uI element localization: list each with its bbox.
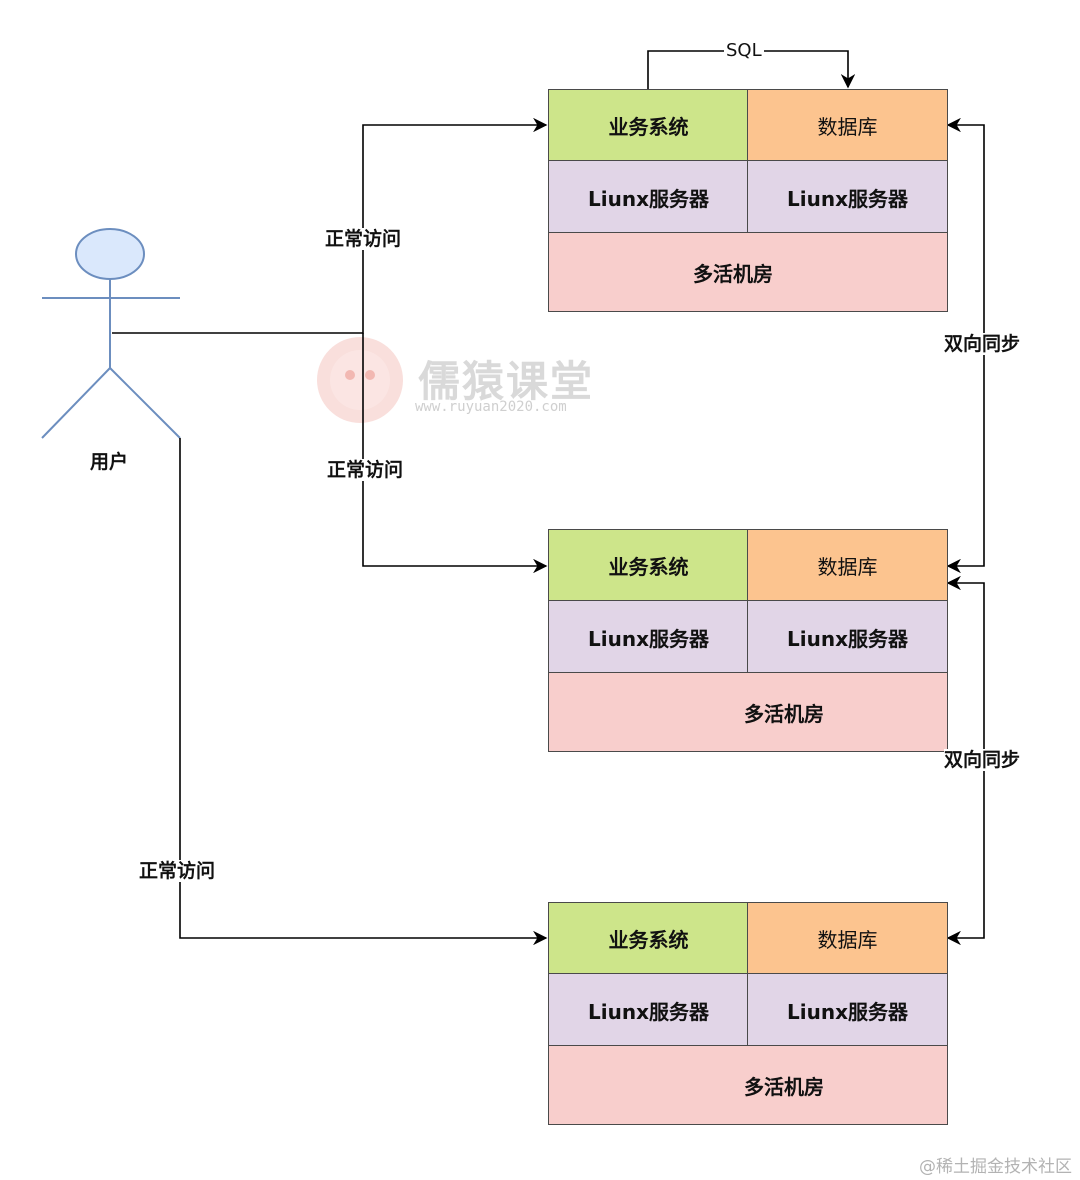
edge-user-to-dc3 [179,438,548,946]
dc3-room-box: 多活机房 [548,1045,948,1125]
edge-label-normal-access-2: 正常访问 [327,459,404,481]
dc3-server-right-box: Liunx服务器 [747,973,948,1047]
edge-label-sync-1: 双向同步 [944,333,1021,355]
dc3-db-box: 数据库 [747,902,948,975]
dc2-server-left-box: Liunx服务器 [548,600,749,674]
dc2-app-box: 业务系统 [548,529,749,602]
dc1-room-box: 多活机房 [548,232,948,312]
dc1-server-right-box: Liunx服务器 [747,160,948,234]
dc1-server-left-box: Liunx服务器 [548,160,749,234]
watermark-url: www.ruyuan2020.com [415,399,567,415]
actor-label: 用户 [90,451,129,473]
edge-label-normal-access-3: 正常访问 [139,860,216,882]
dc2-server-right-box: Liunx服务器 [747,600,948,674]
edge-user-to-dc2 [362,333,548,574]
edge-label-sql: SQL [724,40,764,61]
dc3-app-box: 业务系统 [548,902,749,975]
watermark-title: 儒猿课堂 [418,357,595,406]
dc2-room-box: 多活机房 [548,672,948,752]
dc3-server-left-box: Liunx服务器 [548,973,749,1047]
footer-watermark: @稀土掘金技术社区 [919,1157,1072,1177]
edge-label-sync-2: 双向同步 [944,749,1021,771]
user-actor-icon [41,228,181,439]
edge-label-normal-access-1: 正常访问 [325,228,402,250]
dc1-app-box: 业务系统 [548,89,749,162]
dc1-db-box: 数据库 [747,89,948,162]
dc2-db-box: 数据库 [747,529,948,602]
